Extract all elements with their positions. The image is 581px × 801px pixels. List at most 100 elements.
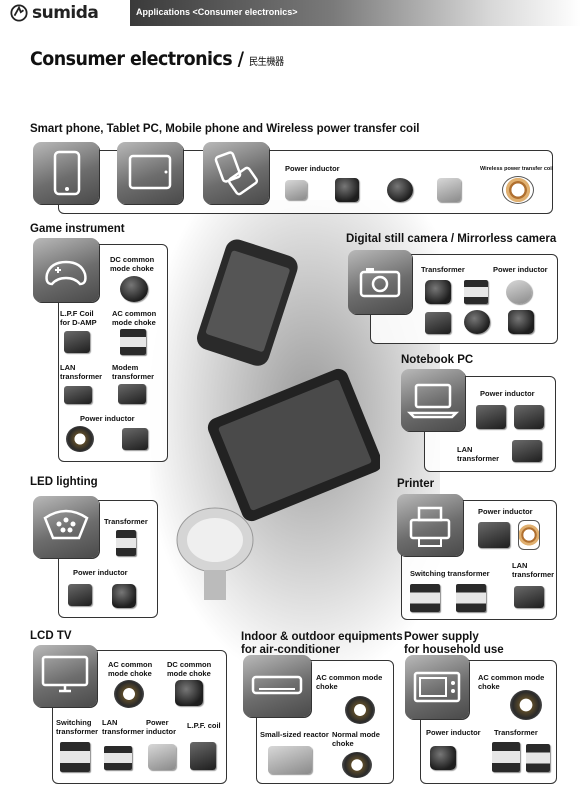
lan-transformer-part [514,586,544,608]
tablet-tile [117,142,183,204]
notebook-pc-tile [401,369,465,431]
power-inductor-part [506,280,532,304]
dc-choke-part [175,680,203,706]
label-lcd-lan-transformer: LAN transformer [102,718,145,736]
label-game-lan-transformer: LAN transformer [60,363,103,381]
section-title-printer: Printer [397,478,435,490]
lan-transformer-part [64,386,92,404]
microwave-icon [413,671,461,703]
page-title: Consumer electronics / 民生機器 [30,48,284,70]
normal-mode-choke-part [342,752,372,778]
power-inductor-part [518,520,540,550]
header-band [130,0,581,26]
laptop-icon [406,383,460,419]
power-inductor-part [508,310,534,334]
section-title-air-conditioner: Indoor & outdoor equipments for air-cond… [241,631,403,656]
power-inductor-part [285,180,307,200]
label-smartphone-power-inductor: Power inductor [285,164,340,173]
air-conditioner-icon [251,675,303,695]
tablet-photo-illustration [197,239,380,522]
label-notebook-power-inductor: Power inductor [480,389,535,398]
printer-icon [409,506,451,547]
game-instrument-tile [33,238,99,302]
power-inductor-part [335,178,359,202]
air-conditioner-tile [243,655,311,717]
ac-choke-part [510,690,542,720]
label-printer-power-inductor: Power inductor [478,507,533,516]
reactor-part [268,746,312,774]
flip-phone-icon [214,151,259,196]
power-inductor-part [476,405,506,429]
tv-icon [41,655,89,693]
transformer-part [116,530,136,556]
power-inductor-part [478,522,510,548]
section-title-notebook-pc: Notebook PC [401,354,474,366]
lpf-coil-part [190,742,216,770]
label-lcd-ac-common-mode-choke: AC common mode choke [108,660,153,678]
header-bar: sumida Applications <Consumer electronic… [0,0,581,26]
transformer-part [492,742,520,772]
sumida-logo: sumida [10,3,99,23]
logo-text: sumida [32,3,99,23]
label-led-power-inductor: Power inductor [73,568,128,577]
sumida-logo-icon [10,4,28,22]
camera-icon [359,268,401,298]
label-normal-mode-choke: Normal mode choke [332,730,380,748]
power-inductor-part [514,405,544,429]
switching-transformer-part [410,584,440,612]
label-printer-lan-transformer: LAN transformer [512,561,555,579]
wireless-power-transfer-coil-part [502,176,534,204]
label-game-lpf-coil: L.P.F Coil for D-AMP [60,309,97,327]
label-aircon-ac-common-mode-choke: AC common mode choke [316,673,383,691]
label-lcd-switching-transformer: Switching transformer [56,718,99,736]
dc-choke-part [120,276,148,302]
label-wireless-power-transfer-coil: Wireless power transfer coil [480,166,554,172]
camera-tile [348,250,412,314]
switching-transformer-part [60,742,90,772]
label-power-supply-ac-common-mode-choke: AC common mode choke [478,673,545,691]
power-inductor-part [464,310,490,334]
section-title-smartphone: Smart phone, Tablet PC, Mobile phone and… [30,123,420,135]
label-lcd-lpf-coil: L.P.F. coil [187,721,221,730]
page-title-separator: / [232,48,250,70]
power-inductor-part [148,744,176,770]
section-title-game-instrument: Game instrument [30,223,125,235]
label-game-power-inductor: Power inductor [80,414,135,423]
label-power-supply-transformer: Transformer [494,728,538,737]
lcd-tv-tile [33,645,97,707]
power-inductor-part [66,426,94,452]
breadcrumb: Applications <Consumer electronics> [136,7,298,17]
led-bulb-photo [176,507,254,600]
mobile-phone-tile [203,142,269,204]
power-inductor-part [387,178,413,202]
power-inductor-part [425,312,451,334]
section-title-lcd-tv: LCD TV [30,630,72,642]
section-title-power-supply: Power supply for household use [404,631,504,656]
ac-choke-part [345,696,375,724]
label-game-dc-common-mode-choke: DC common mode choke [110,255,155,273]
page-title-japanese: 民生機器 [249,57,284,68]
power-inductor-part [122,428,148,450]
game-controller-icon [45,260,87,286]
smartphone-icon [53,150,81,196]
ac-choke-part [120,329,146,355]
smartphone-tile [33,142,99,204]
label-small-sized-reactor: Small-sized reactor [260,730,329,739]
modem-transformer-part [118,384,146,404]
lpf-coil-part [64,331,90,353]
section-title-led-lighting: LED lighting [30,476,98,488]
transformer-part [425,280,451,304]
label-game-modem-transformer: Modem transformer [112,363,155,381]
label-camera-transformer: Transformer [421,265,465,274]
power-inductor-part [430,746,456,770]
power-supply-tile [405,655,469,719]
led-lamp-icon [43,509,89,540]
page-title-text: Consumer electronics [30,48,233,70]
transformer-part [526,744,550,772]
label-power-supply-power-inductor: Power inductor [426,728,481,737]
lan-transformer-part [512,440,542,462]
led-lighting-tile [33,496,99,558]
label-camera-power-inductor: Power inductor [493,265,548,274]
ac-choke-part [114,680,144,708]
